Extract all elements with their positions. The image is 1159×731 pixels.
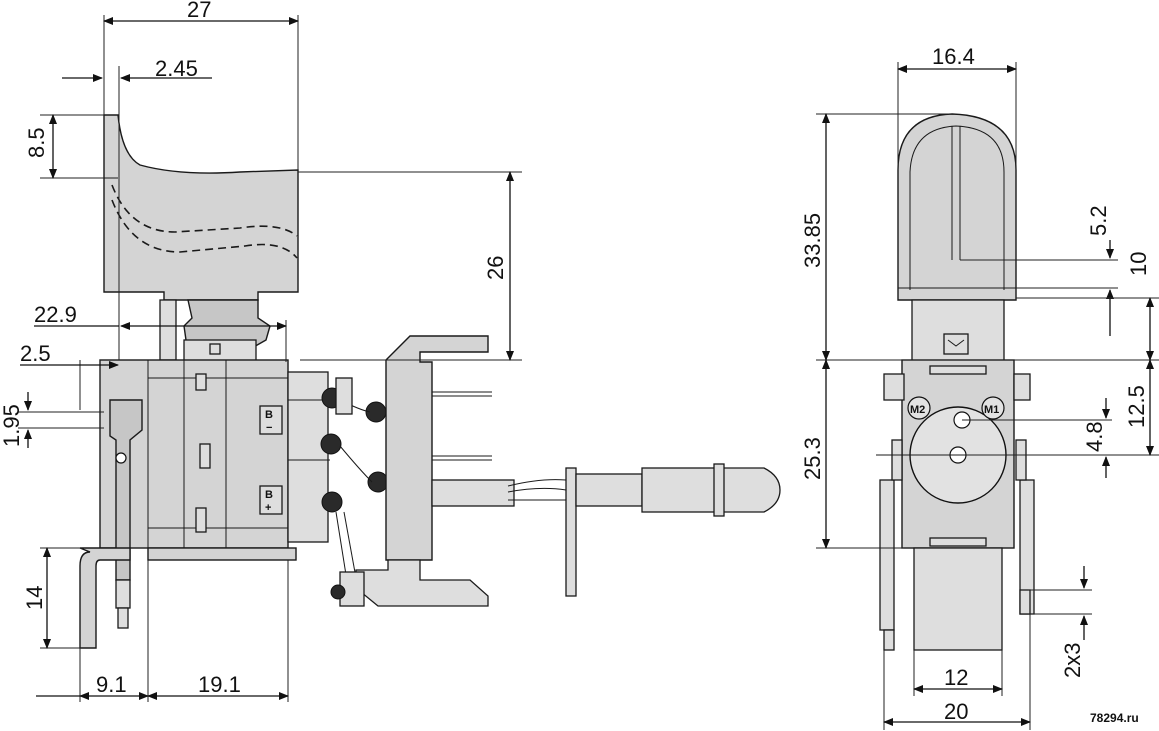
dim-12: 12 bbox=[944, 665, 968, 690]
dim-22-9: 22.9 bbox=[34, 302, 77, 327]
dim-10: 10 bbox=[1126, 252, 1151, 276]
side-dimensions: 27 2.45 8.5 26 22.9 2.5 bbox=[0, 0, 522, 702]
switch-body: B − B + bbox=[99, 359, 297, 561]
plus-glyph: + bbox=[265, 502, 271, 514]
terminal-b-plus-label: B bbox=[265, 489, 273, 501]
dim-20: 20 bbox=[944, 699, 968, 724]
plunger bbox=[159, 299, 271, 363]
dim-25-3: 25.3 bbox=[800, 437, 825, 480]
stem-front bbox=[911, 299, 1005, 363]
terminal-m1-label: M1 bbox=[984, 404, 999, 416]
dim-2-5: 2.5 bbox=[20, 341, 51, 366]
dim-8-5: 8.5 bbox=[24, 127, 49, 158]
terminal-m2-label: M2 bbox=[910, 404, 925, 416]
front-view: M2 M1 16.4 33.85 bbox=[800, 44, 1159, 730]
bracket bbox=[330, 335, 515, 607]
dim-2-45: 2.45 bbox=[155, 56, 198, 81]
lever bbox=[79, 399, 143, 649]
dim-19-1: 19.1 bbox=[198, 672, 241, 697]
terminal-b-minus-label: B bbox=[265, 409, 273, 421]
trigger-front bbox=[897, 113, 1017, 301]
dim-12-5: 12.5 bbox=[1124, 385, 1149, 428]
front-dimensions: 16.4 33.85 5.2 10 25.3 bbox=[800, 44, 1159, 730]
dim-16-4: 16.4 bbox=[932, 44, 975, 69]
dim-27: 27 bbox=[187, 0, 211, 22]
dim-26: 26 bbox=[483, 256, 508, 280]
dim-2x3: 2x3 bbox=[1060, 643, 1085, 678]
watermark: 78294.ru bbox=[1090, 711, 1139, 725]
dim-5-2: 5.2 bbox=[1086, 205, 1111, 236]
dim-1-95: 1.95 bbox=[0, 404, 24, 447]
screw-terminals bbox=[287, 371, 389, 601]
speed-adjuster bbox=[507, 463, 781, 597]
terminal-b-plus bbox=[259, 485, 283, 515]
dim-9-1: 9.1 bbox=[96, 672, 127, 697]
side-view: B − B + bbox=[0, 0, 781, 702]
dim-4-8: 4.8 bbox=[1082, 421, 1107, 452]
terminal-b-minus bbox=[259, 405, 283, 435]
bottom-block bbox=[913, 547, 1003, 651]
trigger bbox=[103, 114, 299, 301]
dim-14: 14 bbox=[22, 586, 47, 610]
minus-glyph: − bbox=[266, 422, 272, 434]
dim-33-85: 33.85 bbox=[800, 213, 825, 268]
